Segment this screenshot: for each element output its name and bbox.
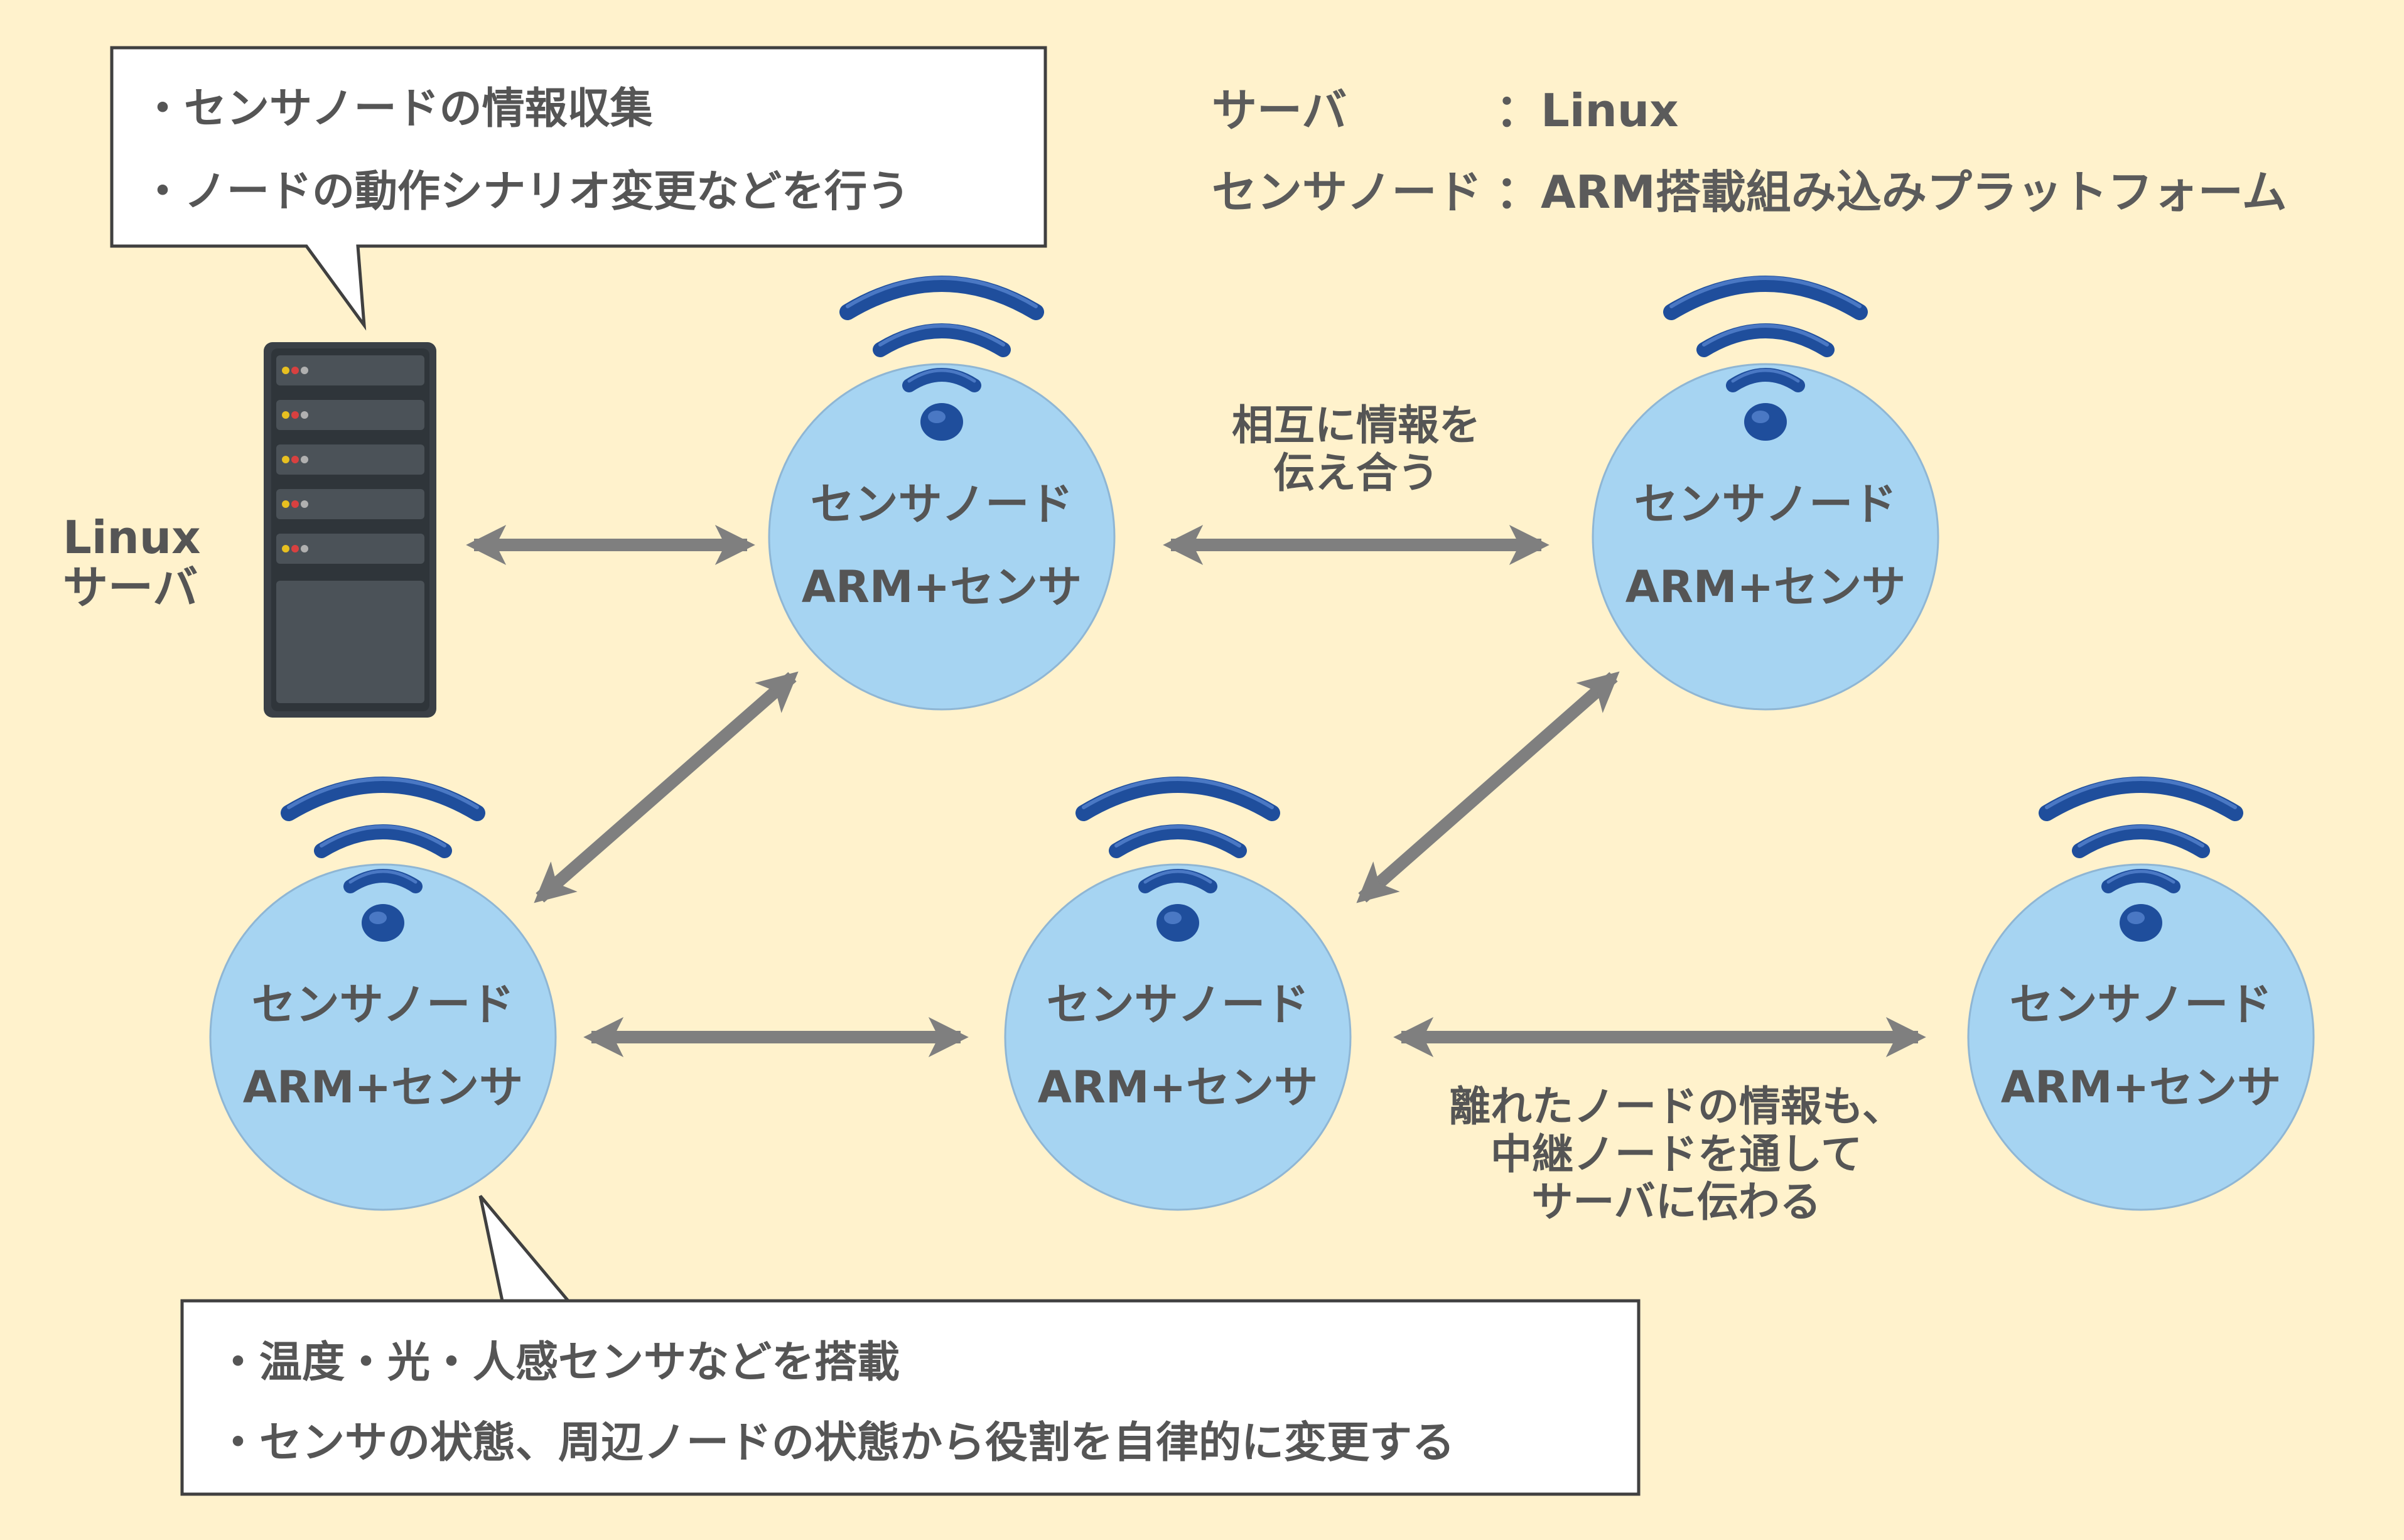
node-c-subtitle: ARM+センサ (242, 1062, 524, 1113)
arrow-node-a-node-c (534, 671, 799, 903)
node-e-title: センサノード (2009, 979, 2273, 1030)
node-c-title: センサノード (251, 979, 515, 1030)
sensor-node-b (1592, 278, 1939, 711)
node-d-title: センサノード (1046, 979, 1310, 1030)
mutual-caption-line-1: 相互に情報を (1232, 401, 1480, 450)
sensor-node-a (768, 278, 1116, 711)
server-callout (110, 46, 1047, 331)
relay-caption: 離れたノードの情報も、 中継ノードを通して サーバに伝わる (1394, 1083, 1959, 1226)
node-d-subtitle: ARM+センサ (1037, 1062, 1318, 1113)
relay-caption-line-1: 離れたノードの情報も、 (1448, 1082, 1904, 1131)
sensor-node-c (209, 779, 557, 1211)
server-callout-line-1: ・センサノードの情報収集 (141, 84, 653, 134)
node-callout-line-2: ・センサの状態、周辺ノードの状態から役割を自律的に変更する (217, 1418, 1455, 1468)
sensor-node-e (1967, 779, 2315, 1211)
node-callout-line-1: ・温度・光・人感センサなどを搭載 (217, 1338, 900, 1387)
server-label-line-1: Linux (63, 511, 201, 564)
node-a-subtitle: ARM+センサ (801, 561, 1082, 613)
server-label-line-2: サーバ (63, 561, 198, 614)
server-callout-line-2: ・ノードの動作シナリオ変更などを行う (141, 167, 910, 217)
legend-node-key: センサノード (1212, 166, 1482, 218)
node-a-title: センサノード (810, 478, 1074, 530)
server-rack-icon (264, 342, 436, 718)
legend-server-value: ：Linux (1496, 84, 1679, 137)
relay-caption-line-3: サーバに伝わる (1531, 1177, 1821, 1226)
node-e-subtitle: ARM+センサ (2000, 1062, 2282, 1113)
node-b-subtitle: ARM+センサ (1625, 561, 1906, 613)
relay-caption-line-2: 中継ノードを通して (1490, 1129, 1863, 1178)
mutual-caption: 相互に情報を 伝え合う (1168, 402, 1544, 497)
legend-server-key: サーバ (1212, 84, 1347, 137)
mutual-caption-line-2: 伝え合う (1273, 448, 1439, 497)
arrow-node-d-node-b (1356, 671, 1620, 903)
legend-node-value: ：ARM搭載組み込みプラットフォーム (1496, 166, 2287, 218)
connection-arrows (466, 524, 1926, 1058)
sensor-node-d (1004, 779, 1352, 1211)
node-callout (180, 1195, 1641, 1496)
node-b-title: センサノード (1634, 478, 1897, 530)
